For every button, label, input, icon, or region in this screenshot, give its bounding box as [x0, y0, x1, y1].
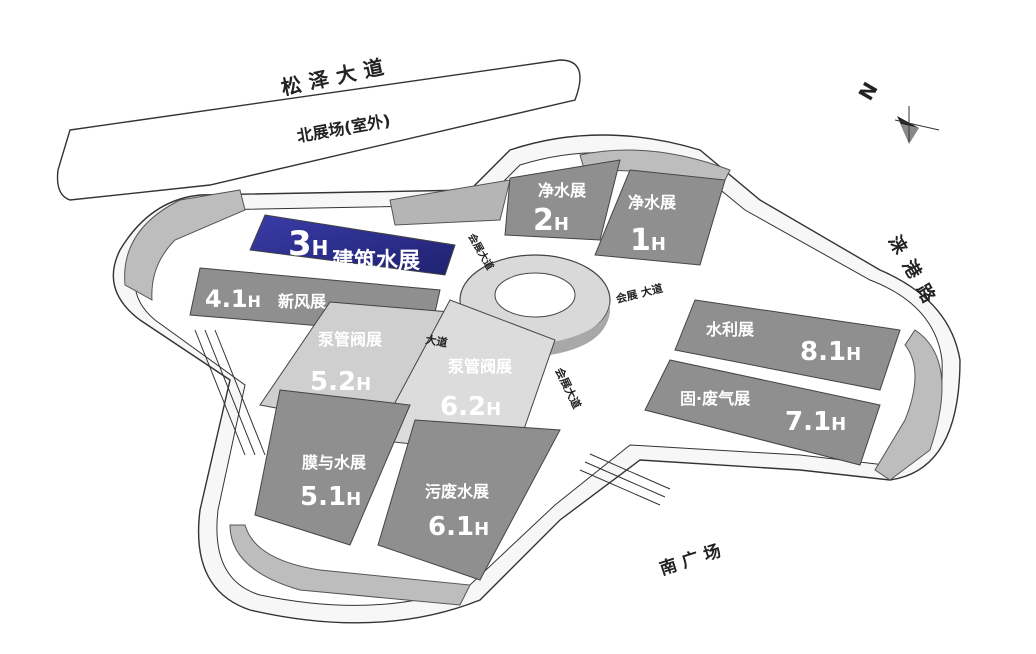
- hall-code: 8.1H: [800, 337, 861, 367]
- hall-code: 1H: [630, 223, 666, 258]
- compass-north-label: N: [854, 78, 883, 105]
- hall-6-2H[interactable]: 6.2H 泵管阀展: [374, 299, 556, 456]
- hall-7-1H[interactable]: 7.1H 固·废气展: [644, 359, 881, 466]
- hall-code: 7.1H: [785, 407, 846, 437]
- hall-code: 3H: [288, 224, 328, 264]
- left-stripes: [194, 329, 266, 456]
- hall-name: 膜与水展: [302, 453, 367, 472]
- hall-shape[interactable]: [644, 359, 881, 466]
- hall-code: 6.1H: [428, 512, 489, 542]
- hall-name: 净水展: [628, 193, 677, 212]
- end-cap-south: [229, 524, 471, 606]
- hall-name: 泵管阀展: [317, 330, 383, 349]
- hall-name: 污废水展: [425, 482, 490, 501]
- hall-6-1H[interactable]: 6.1H 污废水展: [377, 419, 561, 581]
- hall-shape[interactable]: [377, 419, 561, 581]
- hall-name: 水利展: [706, 320, 755, 339]
- end-cap-east: [874, 329, 943, 481]
- hall-8-1H[interactable]: 8.1H 水利展: [674, 299, 901, 391]
- hall-name: 净水展: [538, 181, 587, 200]
- hall-code: 2H: [533, 203, 569, 238]
- hall-code: 4.1H: [205, 285, 261, 313]
- south-plaza-label: 南广场: [657, 538, 729, 579]
- hall-code: 6.2H: [440, 392, 501, 422]
- road-huizhan-4: 大道: [424, 332, 448, 350]
- hall-shape[interactable]: [249, 214, 456, 276]
- hall-shape[interactable]: [674, 299, 901, 391]
- compass-icon: [894, 106, 940, 144]
- hall-code: 5.2H: [310, 367, 371, 397]
- central-connector: [389, 179, 511, 226]
- hall-shape[interactable]: [504, 159, 621, 241]
- hall-name: 建筑水展: [332, 248, 420, 274]
- hall-name: 新风展: [278, 292, 327, 311]
- north-plaza-area[interactable]: [56, 59, 581, 201]
- hall-1H[interactable]: 1H 净水展: [594, 169, 726, 266]
- hall-shape[interactable]: [254, 389, 411, 546]
- hall-2H[interactable]: 2H 净水展: [504, 159, 621, 241]
- hall-5-1H[interactable]: 5.1H 膜与水展: [254, 389, 411, 546]
- bottom-stripes: [579, 453, 671, 506]
- hall-code: 5.1H: [300, 482, 361, 512]
- hall-name: 泵管阀展: [447, 357, 513, 376]
- hall-shape[interactable]: [594, 169, 726, 266]
- end-cap-west: [124, 189, 246, 301]
- hall-name: 固·废气展: [680, 389, 751, 408]
